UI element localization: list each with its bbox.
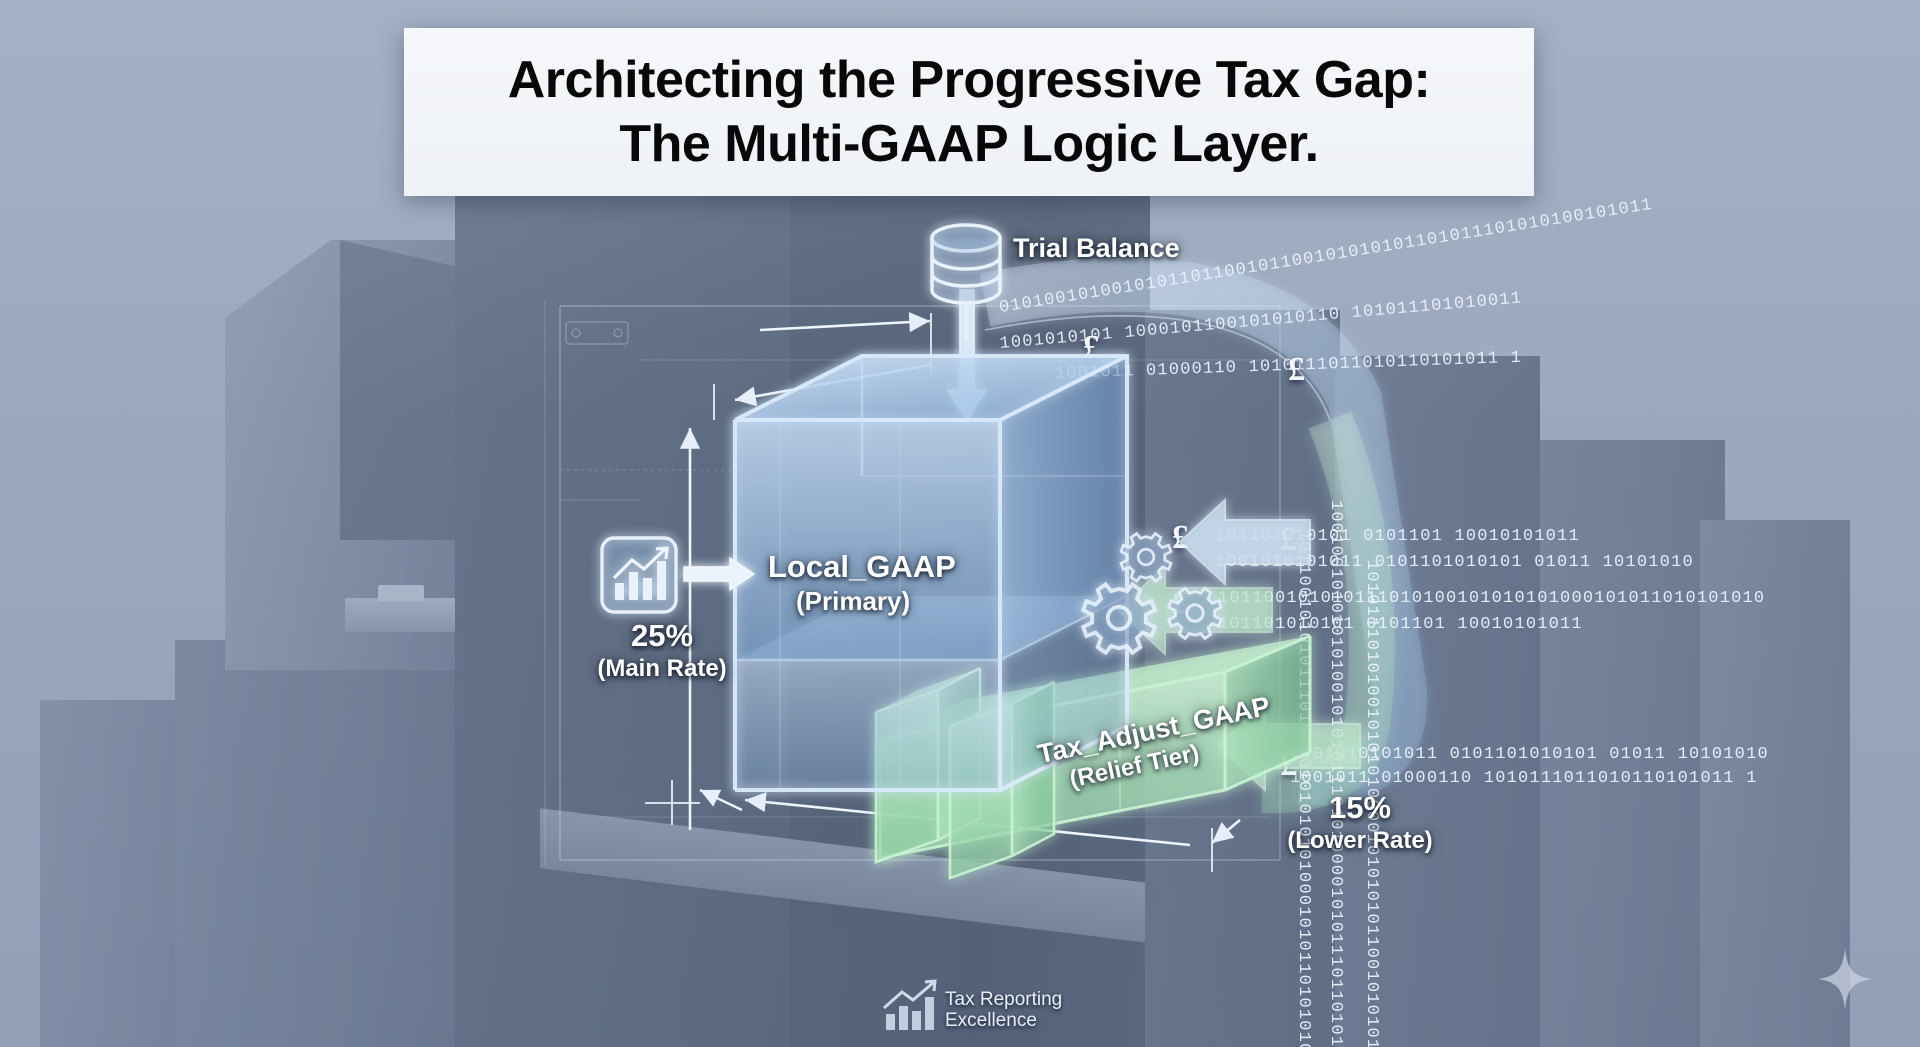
brand-line-1: Tax Reporting — [945, 989, 1063, 1010]
brand-line-2: Excellence — [945, 1010, 1037, 1031]
main-rate-label: 25% (Main Rate) — [592, 618, 732, 683]
lower-rate-label: 15% (Lower Rate) — [1285, 790, 1435, 855]
title-card: Architecting the Progressive Tax Gap: Th… — [404, 28, 1534, 196]
brand-footer: Tax Reporting Excellence — [878, 988, 1062, 1032]
lower-rate-caption: (Lower Rate) — [1287, 827, 1433, 854]
lower-rate-value: 15% — [1328, 790, 1392, 825]
main-rate-value: 25% — [630, 618, 694, 653]
trial-balance-label: Trial Balance — [1013, 233, 1180, 263]
sparkle-icon — [1818, 948, 1872, 1010]
local-gaap-label: Local_GAAP (Primary) — [768, 549, 956, 617]
local-gaap-name: Local_GAAP — [768, 549, 956, 584]
page-title-line-1: Architecting the Progressive Tax Gap: — [507, 51, 1431, 109]
local-gaap-qualifier: (Primary) — [796, 586, 911, 616]
page-title-line-2: The Multi-GAAP Logic Layer. — [619, 115, 1319, 173]
main-rate-caption: (Main Rate) — [597, 655, 727, 682]
